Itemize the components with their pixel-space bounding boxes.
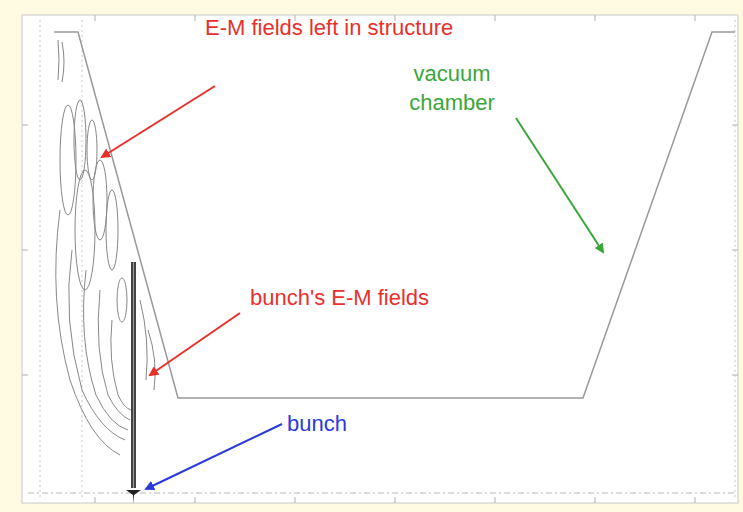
leader-arrow (516, 118, 603, 252)
callout-label: bunch's E-M fields (250, 284, 429, 313)
callout-label: vacuum chamber (402, 60, 502, 117)
leader-arrow (102, 86, 215, 157)
leader-arrow (146, 424, 282, 489)
bunch-symbol (126, 490, 141, 504)
bunch-field (131, 262, 136, 488)
leader-arrow (150, 313, 240, 375)
plot-frame (22, 15, 738, 503)
field-contours (56, 40, 155, 455)
callout-label: bunch (287, 410, 347, 439)
grid-lines (40, 20, 735, 500)
vacuum-chamber-outline (54, 32, 735, 398)
tick-marks (22, 15, 738, 503)
callout-label: E-M fields left in structure (205, 14, 453, 43)
